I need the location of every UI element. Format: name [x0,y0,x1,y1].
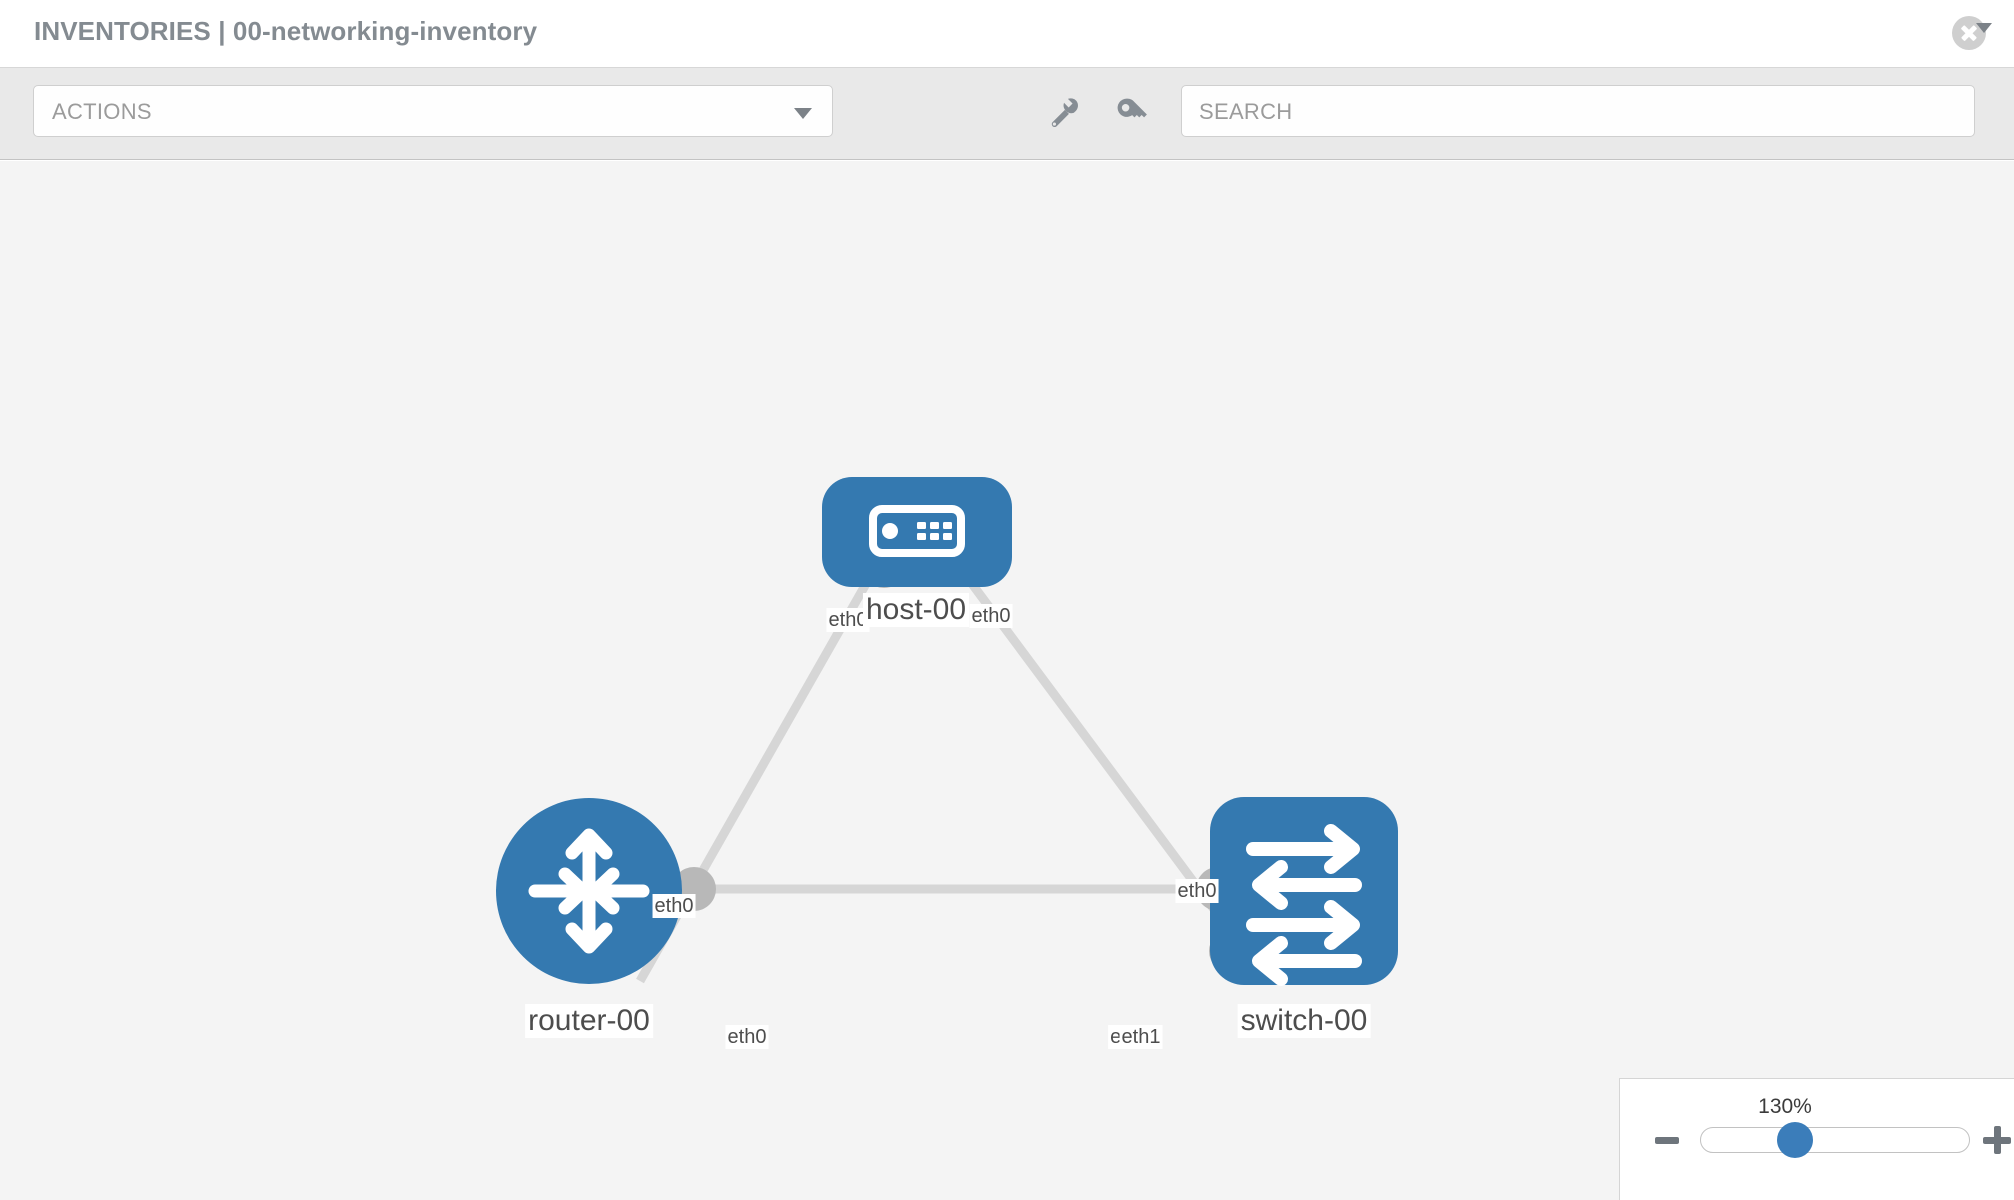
minus-icon[interactable] [1655,1137,1679,1144]
node-label-host-00: host-00 [862,593,970,627]
search-placeholder: SEARCH [1199,99,1293,124]
zoom-slider-thumb[interactable] [1777,1122,1813,1158]
page-title: INVENTORIES | 00-networking-inventory [34,16,538,46]
chevron-down-icon [794,108,812,119]
node-label-router-00: router-00 [525,1004,653,1038]
interface-label: eth0 [652,894,696,918]
plus-icon[interactable] [1983,1126,2011,1154]
search-input[interactable]: SEARCH [1181,85,1975,137]
node-switch-00[interactable] [1210,797,1398,986]
interface-label: eth0 [969,604,1013,628]
interface-label: eth0 [826,608,870,632]
node-router-00[interactable] [496,798,682,984]
interface-label: eth0 [1175,879,1219,903]
actions-dropdown-label: ACTIONS [52,99,152,124]
close-icon[interactable] [1952,16,1986,50]
node-label-switch-00: switch-00 [1237,1004,1371,1038]
node-host-00[interactable] [822,477,1012,587]
wrench-icon[interactable] [1046,95,1082,136]
window-title-bar: INVENTORIES | 00-networking-inventory [0,0,2014,68]
interface-label: eth1 [1119,1025,1163,1049]
interface-label: eth0 [725,1025,769,1049]
actions-dropdown[interactable]: ACTIONS [33,85,833,137]
topology-graph [496,477,1398,986]
server-icon [869,505,965,557]
zoom-percent-label: 130% [1758,1095,1812,1118]
search-chevron-down-icon[interactable] [1976,23,1992,33]
router-arrows-icon [528,828,650,954]
topology-canvas[interactable]: eth0 eth0 eth0 eth0 eth0 eth eth1 host-0… [0,161,2014,1200]
zoom-slider[interactable] [1700,1127,1970,1153]
key-icon[interactable] [1113,95,1149,136]
zoom-control-panel: 130% [1619,1078,2014,1200]
switch-arrows-icon [1246,824,1362,986]
